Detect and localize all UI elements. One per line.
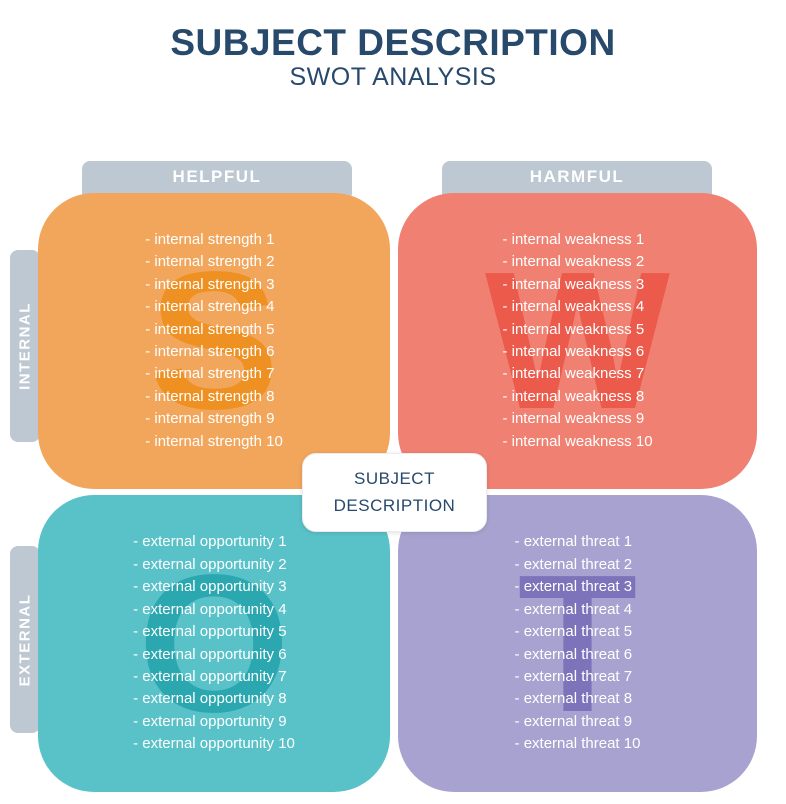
threat-item: - external threat 5 [514,623,633,641]
center-subject-line2: DESCRIPTION [333,495,456,515]
opportunity-item: - external opportunity 7 [133,667,287,685]
weakness-item: - internal weakness 3 [502,275,645,293]
weakness-item: - internal weakness 5 [502,320,645,338]
opportunity-item: - external opportunity 6 [133,645,287,663]
opportunity-item: - external opportunity 3 [133,578,287,596]
weakness-item: - internal weakness 8 [502,387,645,405]
opportunities-quadrant: O - external opportunity 1- external opp… [38,495,390,792]
threat-item: - external threat 9 [514,712,633,730]
threats-quadrant: T - external threat 1- external threat 2… [398,495,757,792]
strength-item: - internal strength 4 [145,298,275,316]
threat-item: - external threat 6 [514,645,633,663]
opportunity-item: - external opportunity 9 [133,712,287,730]
opportunity-item: - external opportunity 1 [133,533,287,551]
weakness-item: - internal weakness 7 [502,365,645,383]
axis-tab-internal-label: INTERNAL [16,302,34,390]
threats-list: - external threat 1 - external threat 2 - … [515,531,641,755]
opportunity-item: - external opportunity 5 [133,623,287,641]
opportunity-item: - external opportunity 4 [133,600,287,618]
strength-item: - internal strength 2 [145,253,275,271]
axis-tab-external-label: EXTERNAL [16,593,34,686]
opportunity-item: - external opportunity 10 [133,735,295,753]
center-subject-card: SUBJECT DESCRIPTION [302,453,487,532]
opportunities-list: - external opportunity 1 - external oppor… [133,531,295,755]
strength-item: - internal strength 6 [145,343,275,360]
threat-item: - external threat 7 [514,667,633,685]
strengths-list: - internal strength 1 - internal strength… [145,229,283,453]
axis-tab-internal: INTERNAL [10,250,40,442]
weakness-item: - internal weakness 4 [502,298,645,316]
weakness-item: - internal weakness 2 [502,253,645,271]
axis-tab-external: EXTERNAL [10,546,40,733]
weakness-item: - internal weakness 10 [502,432,653,450]
strength-item: - internal strength 8 [145,387,275,405]
opportunity-item: - external opportunity 2 [133,555,287,573]
page-title: SUBJECT DESCRIPTION [170,22,616,63]
threat-item: - external threat 1 [514,533,633,551]
threat-item: - external threat 4 [514,600,633,618]
strength-item: - internal strength 9 [145,410,275,428]
strength-item: - internal strength 10 [145,432,283,450]
weaknesses-list: - internal weakness 1 - internal weakness… [502,229,652,453]
weakness-item: - internal weakness 9 [502,410,645,428]
weaknesses-quadrant: W - internal weakness 1- internal weakne… [398,193,757,489]
axis-tab-helpful-label: HELPFUL [172,167,262,186]
weakness-item: - internal weakness 6 [502,343,645,360]
strength-item: - internal strength 5 [145,320,275,338]
threat-item: - external threat 2 [514,555,633,573]
threat-item: - external threat 3 [514,578,633,596]
opportunity-item: - external opportunity 8 [133,690,287,708]
threat-item: - external threat 10 [514,735,641,753]
strength-item: - internal strength 7 [145,365,275,383]
axis-tab-harmful-label: HARMFUL [529,167,625,186]
strength-item: - internal strength 1 [145,230,275,248]
threat-item: - external threat 8 [514,690,633,708]
page-subtitle: SWOT ANALYSIS [289,63,497,91]
center-subject-line1: SUBJECT [354,469,435,489]
strength-item: - internal strength 3 [145,275,275,293]
weakness-item: - internal weakness 1 [502,230,645,248]
strengths-quadrant: S - internal strength 1- internal streng… [38,193,390,489]
